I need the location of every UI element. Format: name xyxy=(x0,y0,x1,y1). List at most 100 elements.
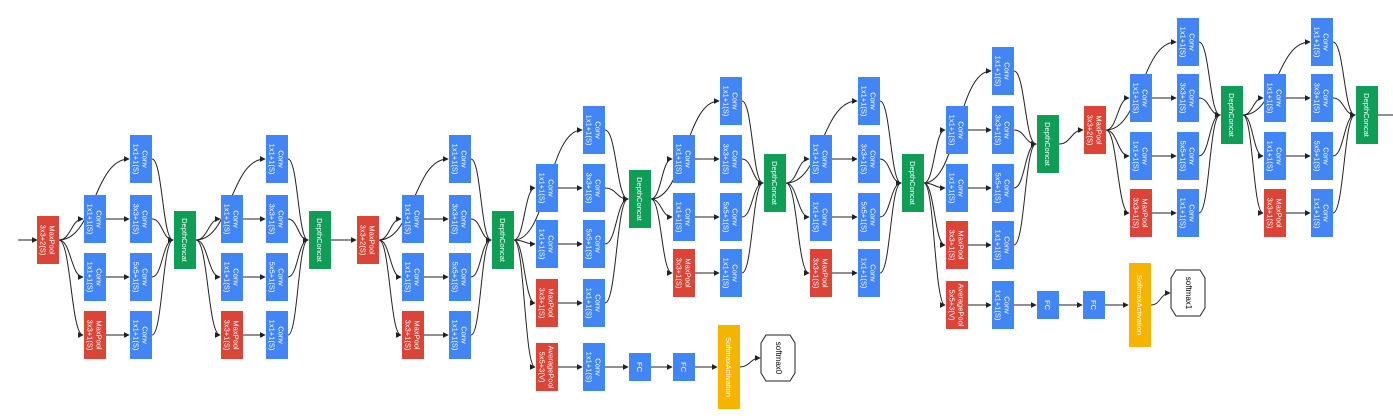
edge-mp_c-i8b3r xyxy=(1105,129,1130,159)
ax0f2-shape xyxy=(673,353,695,381)
i3cat-shape xyxy=(492,211,514,269)
edge-i4cat-i5b2r xyxy=(650,156,673,200)
i4b3r-shape xyxy=(536,220,558,268)
mp_c-label: MaxPool3x3+2(S) xyxy=(1086,115,1104,146)
i7b4-shape xyxy=(992,221,1014,269)
edge-mp_a-i1b2r xyxy=(58,216,84,241)
edge-mp_a-i1b3r xyxy=(58,239,84,280)
i1cat-label: DepthConcat xyxy=(180,218,189,263)
i7cat-node: DepthConcat xyxy=(1037,115,1059,173)
i2b4p-label: MaxPool3x3+1(S) xyxy=(223,320,241,351)
i3b3-label: Conv5x5+1(S) xyxy=(451,262,469,293)
i8b4-node: Conv1x1+1(S) xyxy=(1177,189,1199,237)
i2b2-node: Conv3x3+1(S) xyxy=(266,195,288,243)
i2b1-label: Conv1x1+1(S) xyxy=(268,144,286,175)
ax1f2-label: FC xyxy=(1089,300,1098,311)
edge-i5cat-i6b3r xyxy=(785,182,810,220)
i6b2r-node: Conv1x1+1(S) xyxy=(810,135,832,183)
i6cat-label: DepthConcat xyxy=(908,161,917,206)
i8b4-shape xyxy=(1177,189,1199,237)
i1b3r-node: Conv1x1+1(S) xyxy=(84,253,106,301)
i1b2r-node: Conv1x1+1(S) xyxy=(84,195,106,243)
i7b2-node: Conv3x3+1(S) xyxy=(992,106,1014,154)
i3b2r-label: Conv1x1+1(S) xyxy=(404,204,422,235)
i6b2r-shape xyxy=(810,135,832,183)
i7b2r-shape xyxy=(946,106,968,154)
i8b1-node: Conv1x1+1(S) xyxy=(1177,18,1199,66)
edge-i8b3-i8cat xyxy=(1198,112,1221,157)
mp_a-node: MaxPool3x3+2(S) xyxy=(37,216,59,264)
i8cat-shape xyxy=(1221,86,1243,144)
avg1-label: AveragePool5x5+3(V) xyxy=(948,284,966,327)
i9b2-label: Conv3x3+1(S) xyxy=(1313,83,1331,114)
edge-i5b3-i5cat xyxy=(741,180,764,218)
i3b3r-shape xyxy=(402,253,424,301)
i3cat-node: DepthConcat xyxy=(492,211,514,269)
i3b4p-shape xyxy=(402,311,424,359)
i5b2-shape xyxy=(720,135,742,183)
i7b2-shape xyxy=(992,106,1014,154)
ax0f1-shape xyxy=(629,353,651,381)
i9b4p-shape xyxy=(1264,189,1286,237)
i7b4-label: Conv1x1+1(S) xyxy=(994,230,1012,261)
edge-i5cat-i6b4p xyxy=(785,182,810,276)
i2b2r-shape xyxy=(221,195,243,243)
i5b3r-label: Conv1x1+1(S) xyxy=(675,202,693,233)
i6cat-node: DepthConcat xyxy=(902,154,924,212)
edge-i8b1-i8cat xyxy=(1198,41,1221,118)
i4b3-node: Conv5x5+1(S) xyxy=(583,220,605,268)
i9cat-label: DepthConcat xyxy=(1362,93,1371,138)
i2b4p-shape xyxy=(221,311,243,359)
i5b1-shape xyxy=(720,77,742,125)
i7b3-shape xyxy=(992,164,1014,212)
i6b2-node: Conv3x3+1(S) xyxy=(858,135,880,183)
i8b3r-label: Conv1x1+1(S) xyxy=(1132,141,1150,172)
i3b4-node: Conv1x1+1(S) xyxy=(449,311,471,359)
i7b3-label: Conv5x5+1(S) xyxy=(994,173,1012,204)
nodes: MaxPool3x3+2(S) Conv1x1+1(S) Conv1x1+1(S) C… xyxy=(37,18,1378,409)
i8b4p-node: MaxPool3x3+1(S) xyxy=(1130,189,1152,237)
i3b1-shape xyxy=(449,135,471,183)
i8b4p-shape xyxy=(1130,189,1152,237)
i2b1-shape xyxy=(266,135,288,183)
i7b2r-node: Conv1x1+1(S) xyxy=(946,106,968,154)
i1b3-label: Conv5x5+1(S) xyxy=(132,262,150,293)
i4cat-label: DepthConcat xyxy=(635,177,644,222)
i8cat-node: DepthConcat xyxy=(1221,86,1243,144)
sm0-node: softmax0 xyxy=(760,334,796,382)
i7b2-label: Conv3x3+1(S) xyxy=(994,115,1012,146)
i5b2-node: Conv3x3+1(S) xyxy=(720,135,742,183)
edge-i3b1-i3cat xyxy=(470,158,492,243)
i9b2r-shape xyxy=(1264,74,1286,122)
avg0-shape xyxy=(536,343,558,391)
i2b3-label: Conv5x5+1(S) xyxy=(268,262,286,293)
avg1-node: AveragePool5x5+3(V) xyxy=(946,281,968,329)
edge-i6cat-i7b2r xyxy=(923,127,946,184)
i6b4p-shape xyxy=(810,249,832,297)
i9b4p-label: MaxPool3x3+1(S) xyxy=(1266,198,1284,229)
edge-i5cat-i6b2r xyxy=(785,156,810,184)
i1b2r-label: Conv1x1+1(S) xyxy=(86,204,104,235)
i8b2-label: Conv3x3+1(S) xyxy=(1179,83,1197,114)
i3b2r-node: Conv1x1+1(S) xyxy=(402,195,424,243)
i9b3r-label: Conv1x1+1(S) xyxy=(1266,141,1284,172)
i9b4p-node: MaxPool3x3+1(S) xyxy=(1264,189,1286,237)
i6b1-label: Conv1x1+1(S) xyxy=(860,86,878,117)
i1b4p-shape xyxy=(84,311,106,359)
edge-i2b4-i2cat xyxy=(287,237,309,336)
avg1-shape xyxy=(946,281,968,329)
sa0-label: SoftmaxActivation xyxy=(724,337,733,397)
i7b1-label: Conv1x1+1(S) xyxy=(994,56,1012,87)
i3b4p-label: MaxPool3x3+1(S) xyxy=(404,320,422,351)
edge-i3b3-i3cat xyxy=(470,237,492,278)
edge-sa0-sm0 xyxy=(739,355,761,368)
edge-mp_c-i8b2r xyxy=(1105,95,1130,131)
ax1f2-shape xyxy=(1083,291,1105,319)
i4b1-label: Conv1x1+1(S) xyxy=(585,115,603,146)
edge-i3b4-i3cat xyxy=(470,237,492,336)
i5cat-shape xyxy=(764,154,786,212)
i1b4p-node: MaxPool3x3+1(S) xyxy=(84,311,106,359)
i9b1-shape xyxy=(1311,18,1333,66)
edge-mp_b-i3b2r xyxy=(378,216,402,241)
i3b1-label: Conv1x1+1(S) xyxy=(451,144,469,175)
